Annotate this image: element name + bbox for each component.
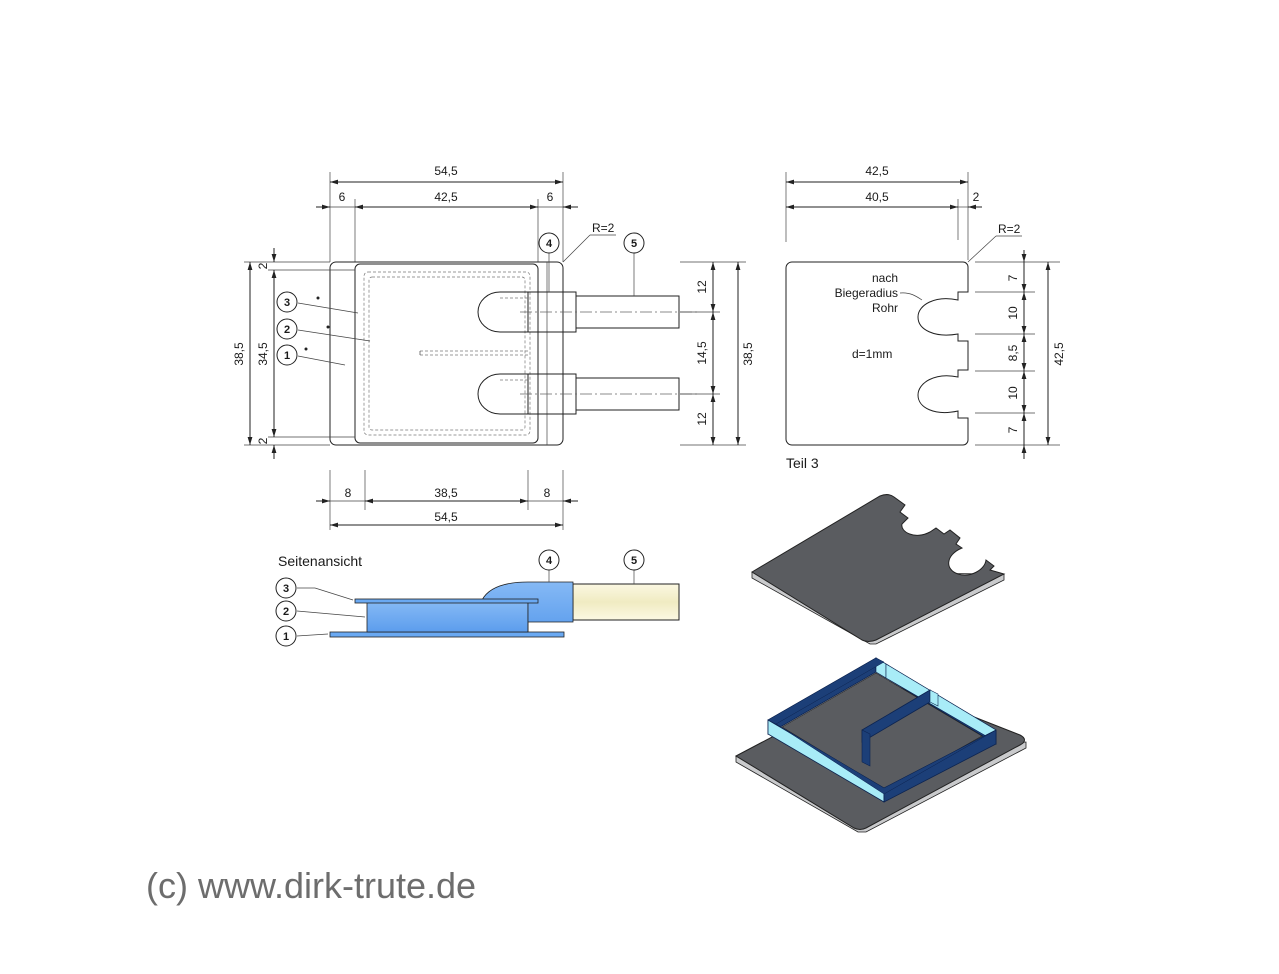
svg-text:5: 5 (631, 238, 637, 250)
part3-view: 42,5 40,5 2 R=2 nach Biegeradius Rohr d=… (785, 164, 1066, 471)
tube-lower (477, 373, 700, 415)
balloon-1: 1 (276, 344, 346, 366)
top-view: 54,5 6 42,5 6 R=2 (232, 164, 755, 530)
part3-dim-inner-width: 40,5 (865, 190, 889, 204)
side-balloon-3: 3 (275, 577, 354, 601)
dim-bottom-gap: 2 (256, 437, 270, 444)
dim-total-width: 54,5 (434, 164, 458, 178)
frame-outline (354, 263, 539, 444)
balloon-4: 4 (538, 232, 560, 292)
dim-7-bottom: 7 (1006, 426, 1020, 433)
dim-bottom-total: 54,5 (434, 510, 458, 524)
svg-text:3: 3 (283, 583, 289, 595)
copyright-text: (c) www.dirk-trute.de (146, 865, 476, 906)
iso-frame (767, 657, 997, 803)
svg-text:2: 2 (284, 324, 290, 336)
svg-text:1: 1 (284, 350, 290, 362)
dim-right-margin: 6 (547, 190, 554, 204)
side-balloon-1: 1 (275, 625, 329, 647)
dim-top-gap: 2 (256, 262, 270, 269)
part3-dim-total-height: 42,5 (1052, 342, 1066, 366)
iso-part3-lid (751, 494, 1006, 645)
part3-radius-label: R=2 (998, 222, 1021, 236)
dim-right-12-bottom: 12 (695, 412, 709, 426)
svg-text:5: 5 (631, 555, 637, 567)
dim-left-margin: 6 (339, 190, 346, 204)
balloon-2: 2 (276, 318, 371, 342)
side-view: Seitenansicht 3 2 1 4 (275, 549, 680, 647)
dim-right-12-top: 12 (695, 280, 709, 294)
dim-8-5: 8,5 (1006, 344, 1020, 361)
balloon-5: 5 (623, 232, 645, 296)
dim-10-top: 10 (1006, 306, 1020, 320)
base-plate-outline (329, 261, 564, 446)
part3-caption: Teil 3 (786, 455, 819, 471)
dim-right-total: 38,5 (741, 342, 755, 366)
svg-text:4: 4 (546, 238, 553, 250)
dim-right-14-5: 14,5 (695, 341, 709, 365)
balloon-3: 3 (276, 291, 359, 314)
dim-height-inner: 34,5 (256, 342, 270, 366)
note-line2: Biegeradius (835, 286, 898, 300)
dim-bottom-right: 8 (544, 486, 551, 500)
part1-side (329, 631, 565, 638)
dim-7-top: 7 (1006, 274, 1020, 281)
side-balloon-4: 4 (538, 549, 560, 582)
frame-inner-hidden (363, 271, 531, 436)
svg-text:2: 2 (283, 606, 289, 618)
radius-label: R=2 (592, 221, 615, 235)
side-balloon-5: 5 (623, 549, 645, 584)
tube-side (572, 583, 680, 621)
note-line3: Rohr (872, 301, 898, 315)
thickness-label: d=1mm (852, 347, 892, 361)
dim-bottom-mid: 38,5 (434, 486, 458, 500)
part3-dim-edge: 2 (973, 190, 980, 204)
note-line1: nach (872, 271, 898, 285)
part4-side (481, 581, 574, 632)
dim-inner-width: 42,5 (434, 190, 458, 204)
svg-text:1: 1 (283, 631, 289, 643)
part3-side (354, 598, 539, 604)
part3-outline (785, 261, 969, 446)
part3-dim-total-width: 42,5 (865, 164, 889, 178)
side-view-title: Seitenansicht (278, 553, 362, 569)
part2-side (366, 601, 529, 633)
tube-upper (477, 291, 700, 333)
svg-text:3: 3 (284, 297, 290, 309)
dim-bottom-left: 8 (345, 486, 352, 500)
svg-text:4: 4 (546, 555, 553, 567)
dim-height-outer: 38,5 (232, 342, 246, 366)
dim-10-bottom: 10 (1006, 386, 1020, 400)
side-balloon-2: 2 (275, 600, 366, 622)
